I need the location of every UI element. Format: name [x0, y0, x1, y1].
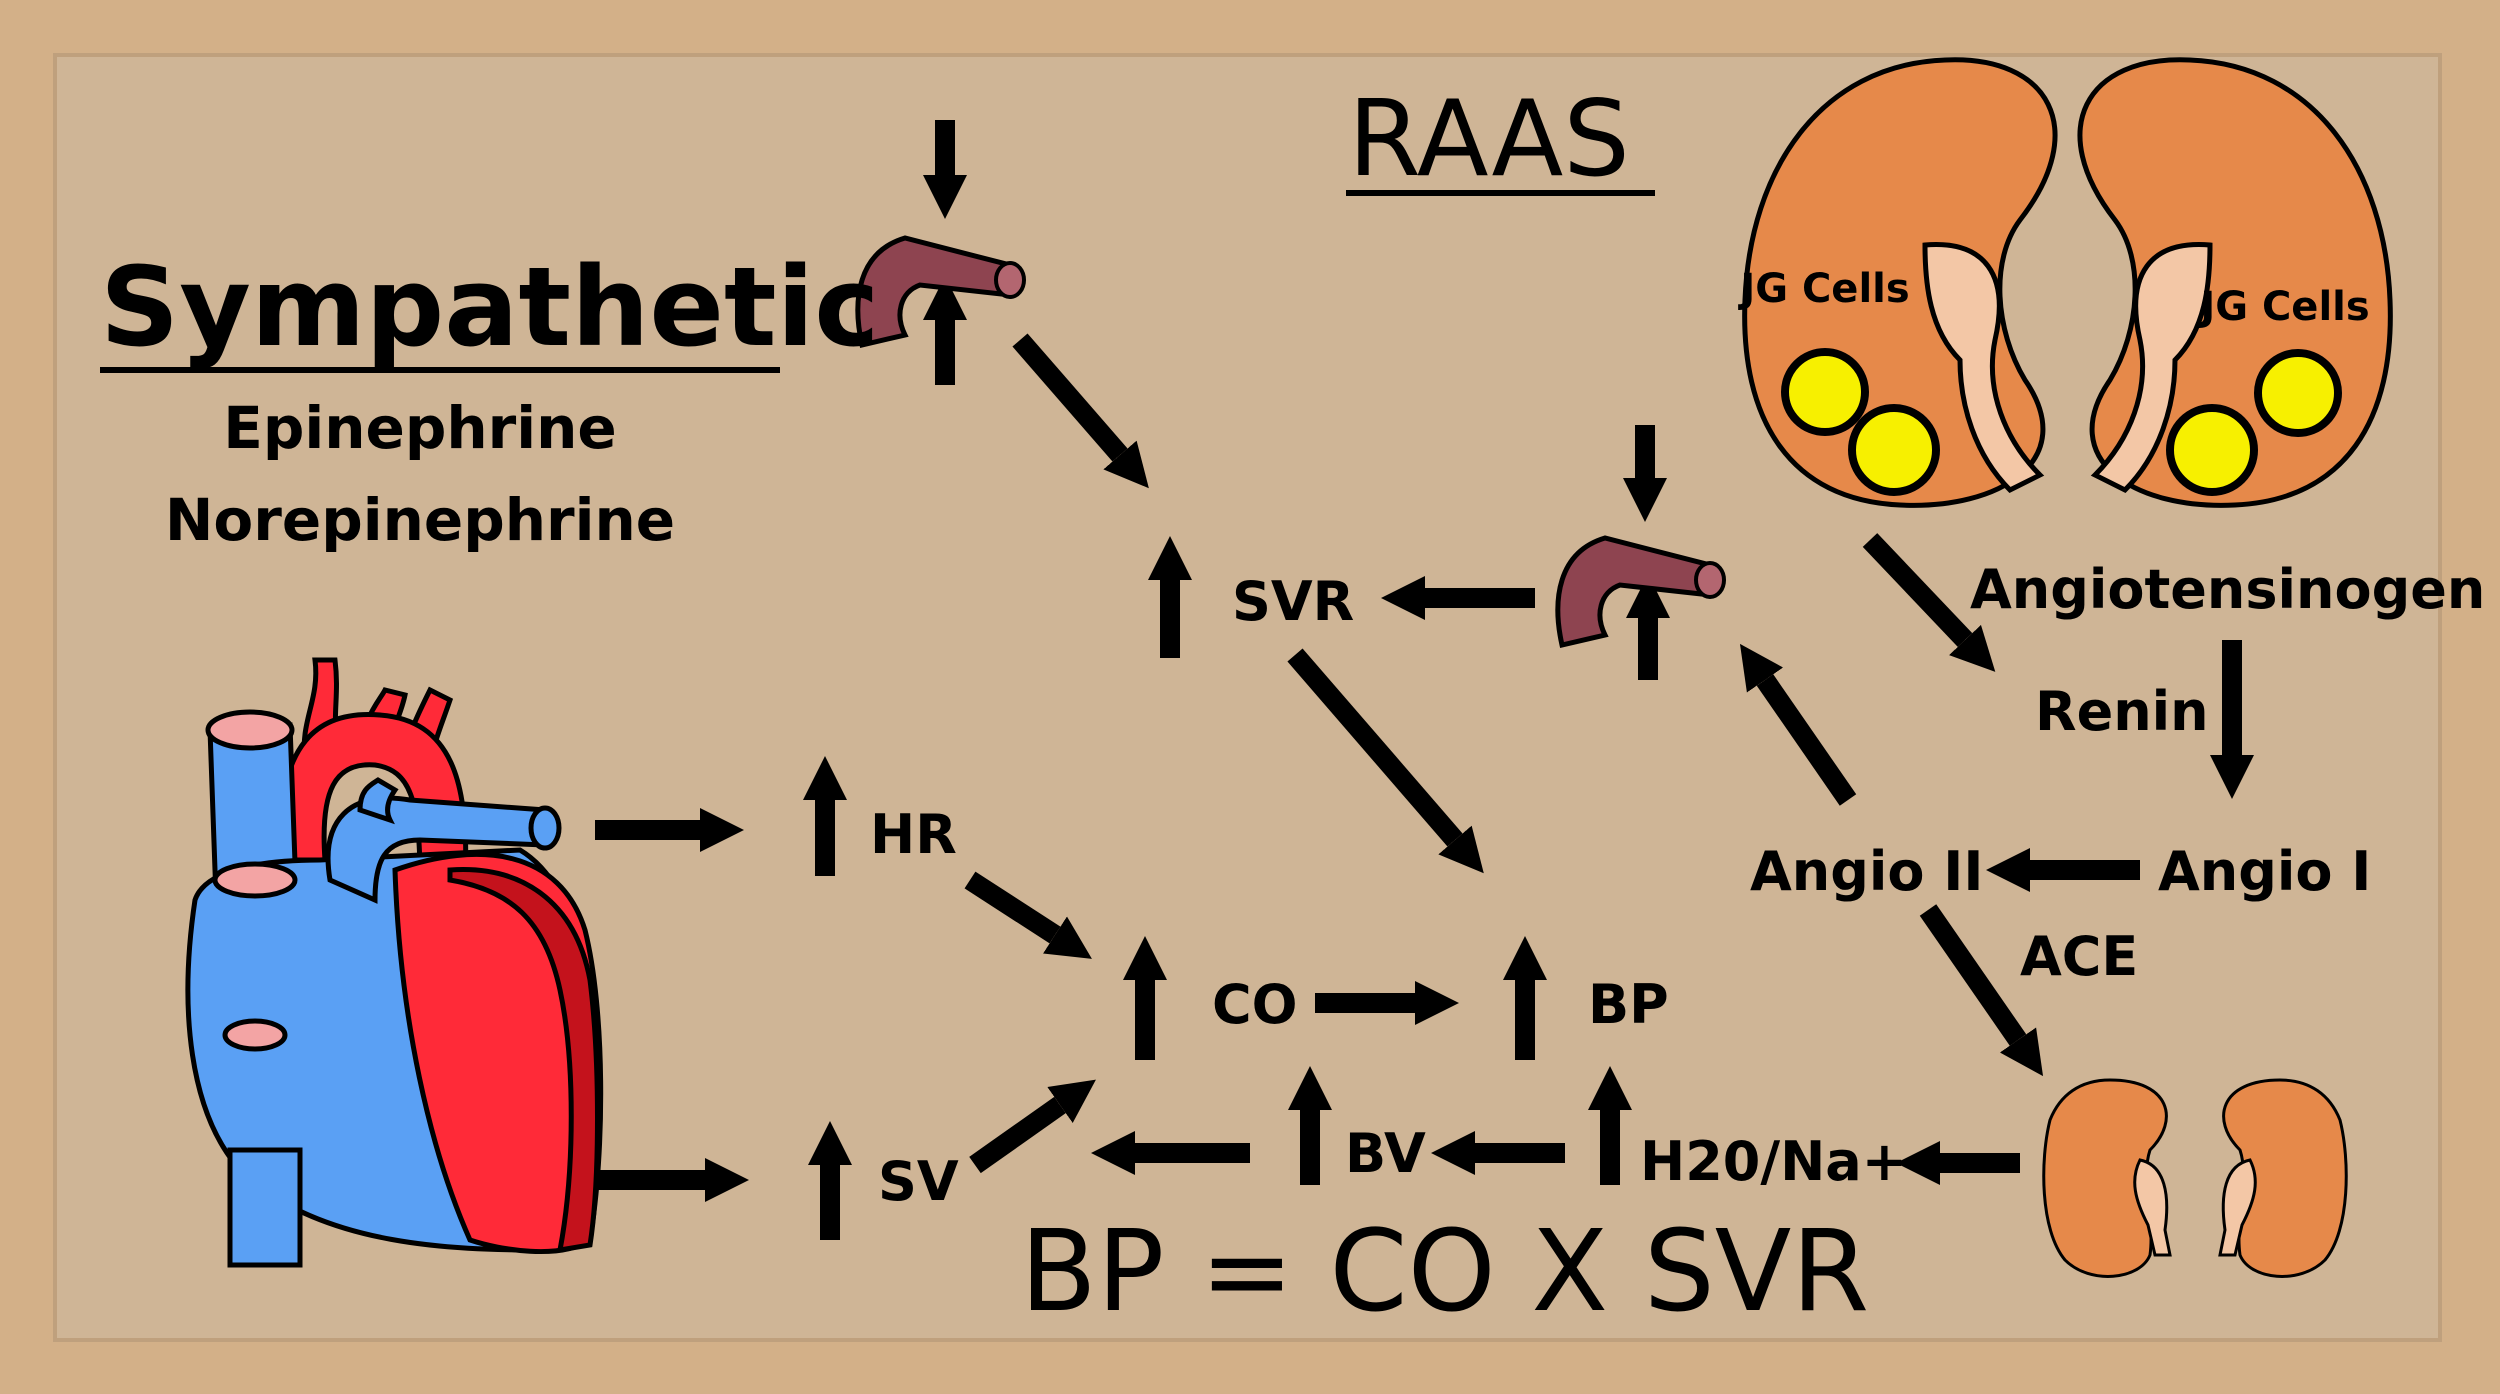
sv-label: SV — [878, 1150, 959, 1213]
arrows — [595, 120, 2255, 1240]
bp-label: BP — [1588, 973, 1669, 1036]
bv-label: BV — [1345, 1122, 1426, 1185]
bp-formula: BP = CO X SVR — [1020, 1207, 1869, 1337]
sympathetic-title: Sympathetic — [100, 243, 880, 371]
epinephrine-label: Epinephrine — [223, 394, 617, 462]
kidney-to-renin-arrow — [1862, 533, 1996, 672]
jg-cell — [1781, 348, 1869, 436]
vessel-to-svr-arrow — [1012, 333, 1149, 489]
hr-to-co-arrow — [964, 871, 1092, 959]
ace-label: ACE — [2020, 925, 2138, 988]
heart-icon — [185, 657, 604, 1268]
co-label: CO — [1212, 973, 1298, 1036]
raas-title: RAAS — [1348, 78, 1630, 200]
hr-label: HR — [870, 803, 957, 866]
jg-cell — [2254, 349, 2342, 437]
h2o-na-label: H20/Na+ — [1640, 1130, 1907, 1193]
angio-i-label: Angio I — [2158, 840, 2371, 903]
sv-to-co-arrow — [969, 1079, 1096, 1174]
jg-cells — [1781, 348, 2342, 496]
jg-cells-label-right: JG Cells — [2197, 284, 2369, 330]
angio-ii-to-vessel-arrow — [1739, 643, 1857, 806]
jg-cells-label-left: JG Cells — [1737, 266, 1909, 312]
renin-label: Renin — [2035, 680, 2209, 743]
blood-vessel-icon — [1555, 535, 1726, 649]
svr-to-bp-arrow — [1287, 648, 1484, 874]
angio-ii-label: Angio II — [1750, 840, 1983, 903]
jg-cell — [2166, 404, 2258, 496]
blood-vessel-icon — [855, 235, 1026, 349]
svr-label: SVR — [1232, 570, 1354, 633]
kidney-icon — [2042, 1078, 2348, 1278]
jg-cell — [1848, 404, 1940, 496]
angio-ii-to-kidney-arrow — [1919, 904, 2044, 1077]
norepinephrine-label: Norepinephrine — [165, 486, 675, 554]
angiotensinogen-label: Angiotensinogen — [1970, 558, 2485, 621]
